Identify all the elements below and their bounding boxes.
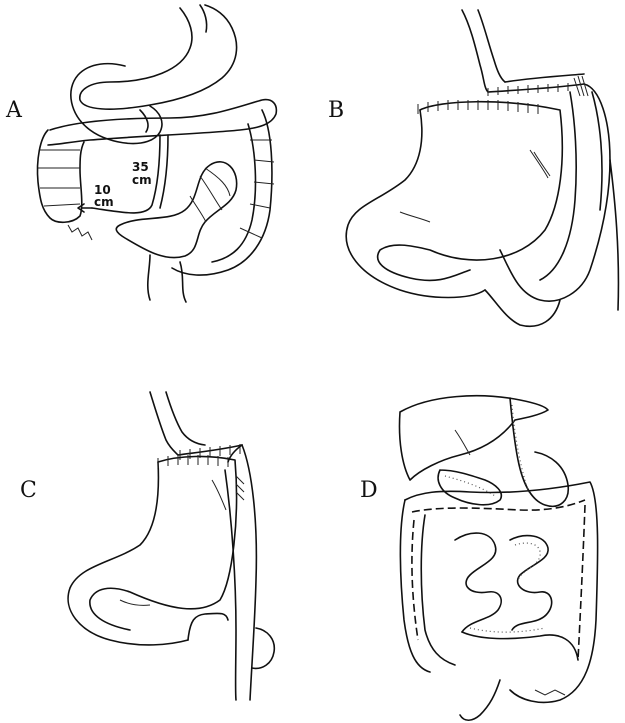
- b-jejunal-limb: [500, 84, 610, 301]
- d-small-bowel: [455, 533, 501, 632]
- a-stomach: [80, 5, 237, 109]
- panel-d-drawing: [399, 396, 597, 720]
- a-descending-colon: [172, 110, 272, 275]
- panel-c-drawing: [68, 392, 274, 700]
- a-label-35-unit: cm: [132, 173, 152, 187]
- d-colon: [405, 482, 598, 702]
- a-duodenum: [71, 64, 162, 144]
- c-stomach: [90, 456, 237, 630]
- a-label-35: 35: [132, 160, 149, 174]
- d-duodenum: [438, 470, 501, 505]
- panel-a-drawing: 35 cm 10 cm: [37, 5, 276, 302]
- c-jejunal-limb: [242, 445, 256, 700]
- a-label-10-unit: cm: [94, 195, 114, 209]
- panel-b-drawing: [346, 10, 618, 326]
- d-liver: [399, 396, 548, 480]
- b-stomach: [378, 102, 563, 281]
